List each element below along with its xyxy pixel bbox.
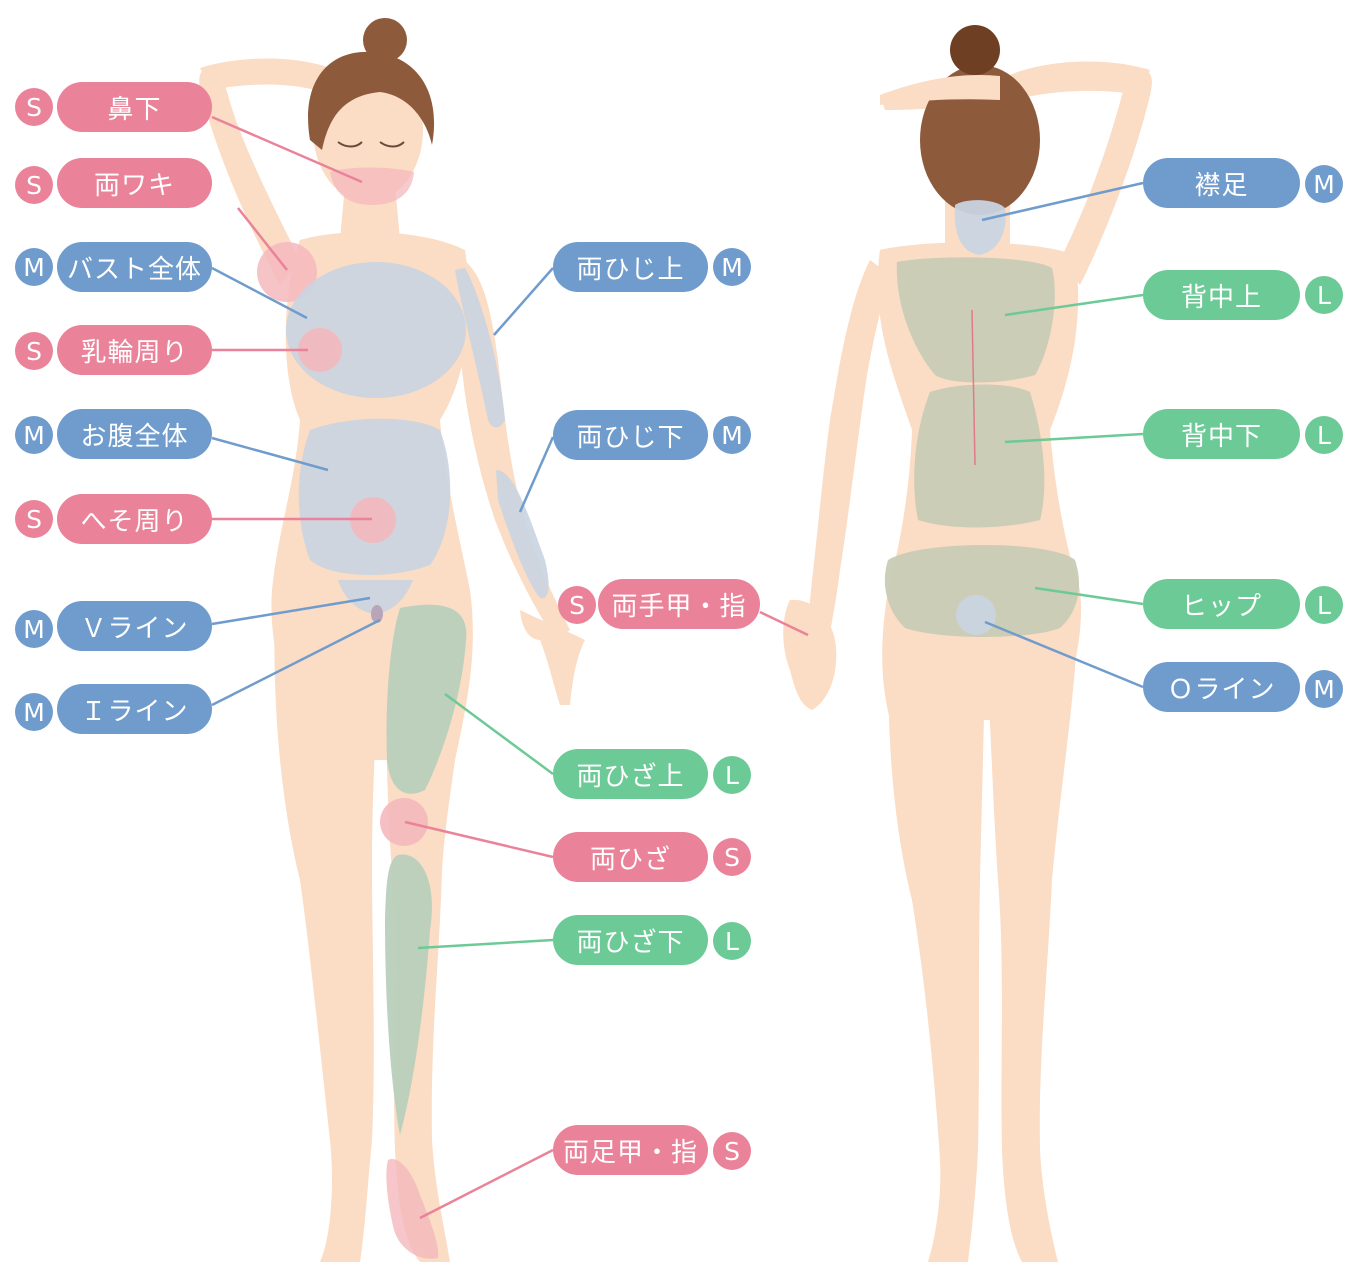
size-badge: S [558,586,596,624]
area-label: 両ひざ下 [553,915,708,965]
leader-hip [1034,586,1144,606]
area-label: バスト全体 [57,242,212,292]
area-label: 背中上 [1143,270,1300,320]
area-label: 両足甲・指 [553,1125,708,1175]
leader-belly [211,436,329,472]
leader-iline [211,618,381,707]
leader-knee [404,820,554,859]
area-label: 両ひじ下 [553,410,708,460]
size-badge: L [713,922,751,960]
size-badge: M [15,248,53,286]
leader-nose [211,115,363,184]
area-label: Ｉライン [57,684,212,734]
size-badge: M [1305,670,1343,708]
area-label: Ｖライン [57,601,212,651]
size-badge: M [15,416,53,454]
area-label: 背中下 [1143,409,1300,459]
size-badge: L [1305,276,1343,314]
size-badge: S [713,1132,751,1170]
size-badge: S [713,838,751,876]
area-label: 襟足 [1143,158,1300,208]
leader-lower-back [1004,432,1144,444]
area-label: Ｏライン [1143,662,1300,712]
size-badge: L [1305,586,1343,624]
area-label: 乳輪周り [57,325,212,375]
leader-hand [759,610,809,637]
leader-thigh [444,692,554,776]
leader-foot [419,1148,554,1220]
leader-vline [211,596,371,626]
size-badge: M [15,693,53,731]
size-badge: M [713,416,751,454]
area-label: 両ワキ [57,158,212,208]
size-badge: S [15,88,53,126]
size-badge: M [713,248,751,286]
size-badge: L [713,756,751,794]
leader-forearm [518,436,555,513]
leader-nape [981,181,1144,222]
area-label: お腹全体 [57,409,212,459]
leader-upper-arm [493,267,554,336]
leader-bust [211,266,308,320]
area-label: 両ひざ [553,832,708,882]
size-badge: S [15,166,53,204]
front-figure [199,18,585,1262]
area-label: 両ひざ上 [553,749,708,799]
size-badge: M [1305,165,1343,203]
size-badge: S [15,332,53,370]
size-badge: L [1305,416,1343,454]
size-badge: S [15,500,53,538]
back-figure [783,25,1152,1262]
area-label: ヒップ [1143,579,1300,629]
area-label: へそ周り [57,494,212,544]
area-label: 両ひじ上 [553,242,708,292]
leader-upper-back [1004,293,1144,317]
area-label: 両手甲・指 [598,579,760,629]
area-label: 鼻下 [57,82,212,132]
leader-shin [417,938,554,950]
size-badge: M [15,610,53,648]
leader-lines [211,115,1144,1220]
leader-oline [984,620,1144,689]
leader-armpit [237,207,288,271]
